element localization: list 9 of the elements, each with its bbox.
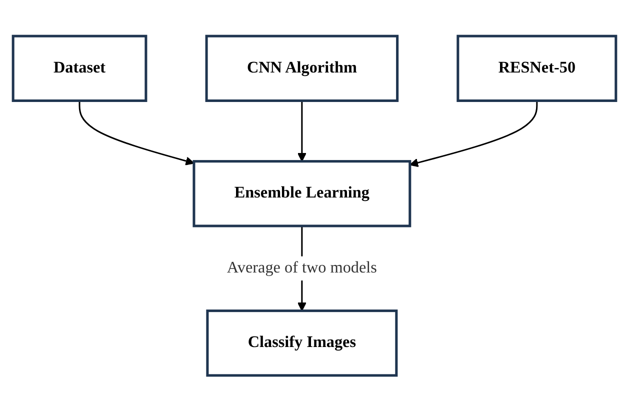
- node-box: Dataset: [12, 34, 148, 102]
- node-box: Classify Images: [206, 309, 398, 376]
- node-box: Ensemble Learning: [192, 160, 412, 227]
- arrow: [78, 100, 194, 166]
- edge-label: Average of two models: [226, 259, 377, 276]
- arrow: [410, 100, 538, 167]
- node-box: CNN Algorithm: [205, 34, 399, 102]
- arrow: [297, 100, 306, 162]
- node-box: RESNet-50: [456, 34, 618, 102]
